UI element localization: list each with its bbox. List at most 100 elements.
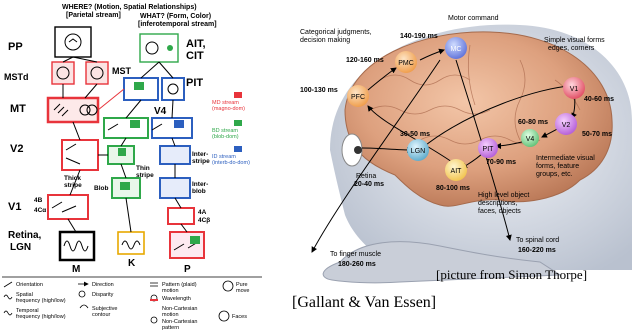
time-pmc: 120-160 ms — [346, 57, 384, 64]
label-pit: PIT — [186, 77, 203, 89]
icon-legend-10-sub: move — [236, 288, 249, 294]
time-pfc: 100-130 ms — [300, 87, 338, 94]
node-mc-label: MC — [451, 46, 462, 53]
icon-legend-2-sub: frequency (high/low) — [16, 314, 66, 320]
time-mc: 140-190 ms — [400, 33, 438, 40]
note-intermediate-3: groups, etc. — [536, 171, 573, 178]
icon-legend-9-sub: pattern — [162, 325, 179, 330]
node-pfc-label: PFC — [351, 94, 365, 101]
note-intermediate: Intermediate visual — [536, 155, 595, 162]
thick-stripe-box — [62, 140, 98, 170]
disparity-icon — [79, 291, 85, 297]
what-stream: [inferotemporal stream] — [138, 21, 217, 28]
time-v1: 40-60 ms — [584, 96, 614, 103]
pathway-m: M — [72, 264, 80, 275]
legend-bd-swatch — [234, 120, 242, 126]
thick-label: Thick — [64, 175, 81, 182]
layer-4b: 4B — [34, 197, 43, 204]
thin-label: Thin — [136, 165, 150, 172]
icon-legend-4: Disparity — [92, 292, 114, 298]
node-v4-label: V4 — [526, 136, 535, 143]
pathway-p: P — [184, 264, 191, 275]
inter-label: Inter- — [192, 151, 208, 158]
node-v1-label: V1 — [570, 86, 579, 93]
note-high-2: descriptions, — [478, 200, 517, 207]
pathway-k: K — [128, 258, 136, 269]
icon-legend-0: Orientation — [16, 282, 43, 288]
faces-icon — [219, 311, 229, 321]
time-pit: 70-90 ms — [486, 159, 516, 166]
interblob-label: Inter- — [192, 181, 208, 188]
pure-move-icon — [223, 281, 233, 291]
node-pmc-label: PMC — [398, 60, 414, 67]
note-intermediate-2: forms, feature — [536, 163, 579, 170]
thorpe-brain-figure: PFC PMC MC V1 V2 LGN V4 PIT AIT Categori… — [300, 15, 632, 283]
blob-label: Blob — [94, 185, 108, 192]
interblob-box — [160, 178, 190, 198]
time-v2: 50-70 ms — [582, 131, 612, 138]
note-spinal: To spinal cord — [516, 237, 559, 244]
layer-4ca: 4Cα — [34, 207, 46, 214]
note-categorical: Categorical judgments, — [300, 29, 372, 36]
node-pit-label: PIT — [483, 146, 495, 153]
pp-box — [55, 27, 91, 57]
non-cartesian-pattern-icon — [151, 317, 157, 323]
time-spinal: 160-220 ms — [518, 247, 556, 254]
time-retina: 20-40 ms — [354, 181, 384, 188]
thin-label2: stripe — [136, 172, 154, 179]
what-title: WHAT? (Form, Color) — [140, 13, 211, 20]
v1-4a-box — [168, 208, 194, 224]
time-finger: 180-260 ms — [338, 261, 376, 268]
interblob-label2: blob — [192, 188, 206, 195]
label-pp: PP — [8, 41, 23, 53]
where-title: WHERE? (Motion, Spatial Relationships) — [62, 4, 197, 11]
note-simple-2: edges, corners — [548, 45, 595, 52]
note-categorical-2: decision making — [300, 37, 350, 44]
inter-stripe-box — [160, 146, 190, 164]
plaid-motion-icon — [150, 283, 158, 286]
legend-md-swatch — [234, 92, 242, 98]
note-motor: Motor command — [448, 15, 499, 22]
legend-id-swatch — [234, 146, 242, 152]
mstd-box — [52, 62, 74, 84]
note-simple: Simple visual forms — [544, 37, 605, 44]
layer-4cb: 4Cβ — [198, 217, 210, 224]
where-stream: [Parietal stream] — [66, 12, 121, 19]
orientation-icon — [4, 282, 12, 287]
label-retina: Retina, — [8, 230, 42, 241]
v4-box-right — [152, 118, 192, 138]
label-lgn: LGN — [10, 242, 31, 253]
label-cit: CIT — [186, 50, 204, 62]
icon-legend-6-sub: motion — [162, 288, 179, 294]
label-ait: AIT, — [186, 38, 206, 50]
temporal-frequency-icon — [4, 311, 12, 315]
spatial-frequency-icon — [4, 295, 12, 299]
mst1-box — [86, 62, 108, 84]
label-v4: V4 — [154, 106, 167, 117]
k-box — [118, 232, 144, 254]
p-box — [170, 232, 204, 258]
node-ait-label: AIT — [451, 168, 463, 175]
icon-legend-7: Wavelength — [162, 296, 191, 302]
legend-id-sub: (interb-do-dom) — [212, 160, 250, 166]
icon-legend-1-sub: frequency (high/low) — [16, 298, 66, 304]
icon-legend-3: Direction — [92, 282, 114, 288]
layer-4a: 4A — [198, 209, 207, 216]
inter-label2: stripe — [192, 158, 210, 165]
label-mstd: MSTd — [4, 72, 29, 82]
icon-legend-11: Faces — [232, 314, 247, 320]
label-v1: V1 — [8, 201, 21, 213]
note-high: High level object — [478, 192, 529, 199]
right-caption: [picture from Simon Thorpe] — [436, 267, 587, 282]
pit-box-right — [162, 78, 184, 100]
icon-legend: Orientation Spatial frequency (high/low)… — [16, 282, 249, 330]
thick-label2: stripe — [64, 182, 82, 189]
m-box — [60, 232, 94, 260]
pupil-icon — [354, 146, 362, 154]
subjective-contour-icon — [80, 305, 88, 308]
node-lgn-label: LGN — [411, 148, 425, 155]
time-ait: 80-100 ms — [436, 185, 470, 192]
icon-legend-8-sub: motion — [162, 312, 179, 318]
stream-legend: MD stream (magno-dom) BD stream (blob-do… — [212, 100, 250, 166]
